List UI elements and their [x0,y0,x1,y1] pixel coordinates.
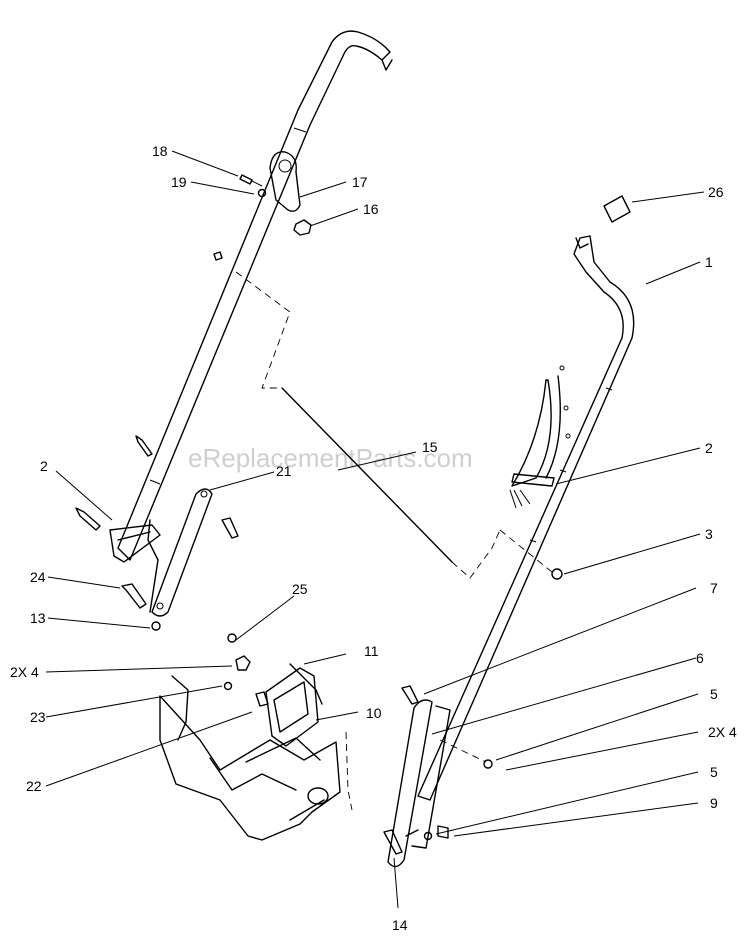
callout-19: 19 [171,174,187,190]
pivot-bracket-10 [265,667,319,747]
callout-17: 17 [352,174,368,190]
callout-2-left: 2 [40,458,48,474]
callout-13: 13 [30,610,46,626]
callout-9: 9 [710,795,718,811]
clip-11 [289,663,323,705]
bolt-21 [221,517,239,539]
callout-2x4-right: 2X 4 [708,724,737,740]
callout-2x4-left: 2X 4 [10,664,39,680]
bolt-24 [121,583,147,609]
washer-19 [257,188,267,198]
knob-3 [551,568,563,580]
screw-18 [239,174,263,187]
washer-5-lower [423,831,433,841]
left-bracket-2 [109,524,161,563]
callout-1: 1 [705,254,713,270]
callout-24: 24 [30,569,46,585]
nut-2x4-left [235,655,251,671]
callout-21: 21 [276,463,292,479]
watermark-text: eReplacementParts.com [188,443,473,473]
callout-10: 10 [366,705,382,721]
callout-6: 6 [696,650,704,666]
callout-11: 11 [364,643,379,659]
decal-26 [603,195,631,223]
control-bail [509,365,571,509]
leader-lines [45,150,705,909]
upper-handle [117,30,393,561]
nut-16 [293,219,312,236]
spacer-25 [227,633,237,643]
callout-22: 22 [26,778,42,794]
callout-15: 15 [422,439,438,455]
callout-25: 25 [292,581,308,597]
mower-deck [159,675,353,841]
bracket-17 [269,151,301,212]
washer-13 [151,621,161,631]
link-21 [147,488,213,617]
bolt-9 [437,825,449,839]
small-bolt [213,251,223,261]
cable-15 [281,387,453,563]
washer-5-upper [483,759,493,769]
callout-labels: 18 19 17 16 26 1 15 21 2 2 3 24 25 13 7 … [10,143,737,933]
callout-14: 14 [392,917,408,933]
lower-handle [417,235,635,801]
callout-7: 7 [710,580,718,596]
bolt-14 [383,829,403,855]
callout-26: 26 [708,184,724,200]
bolt-left-b [75,507,101,531]
callout-5-lower: 5 [710,764,718,780]
washer-23 [223,681,233,691]
callout-18: 18 [152,143,168,159]
callout-23: 23 [30,709,46,725]
callout-2-right: 2 [705,440,713,456]
callout-16: 16 [363,201,379,217]
bolt-7 [401,685,419,705]
link-6 [387,699,451,868]
callout-3: 3 [705,526,713,542]
callout-5-upper: 5 [710,686,718,702]
bolt-left-a [135,435,153,457]
